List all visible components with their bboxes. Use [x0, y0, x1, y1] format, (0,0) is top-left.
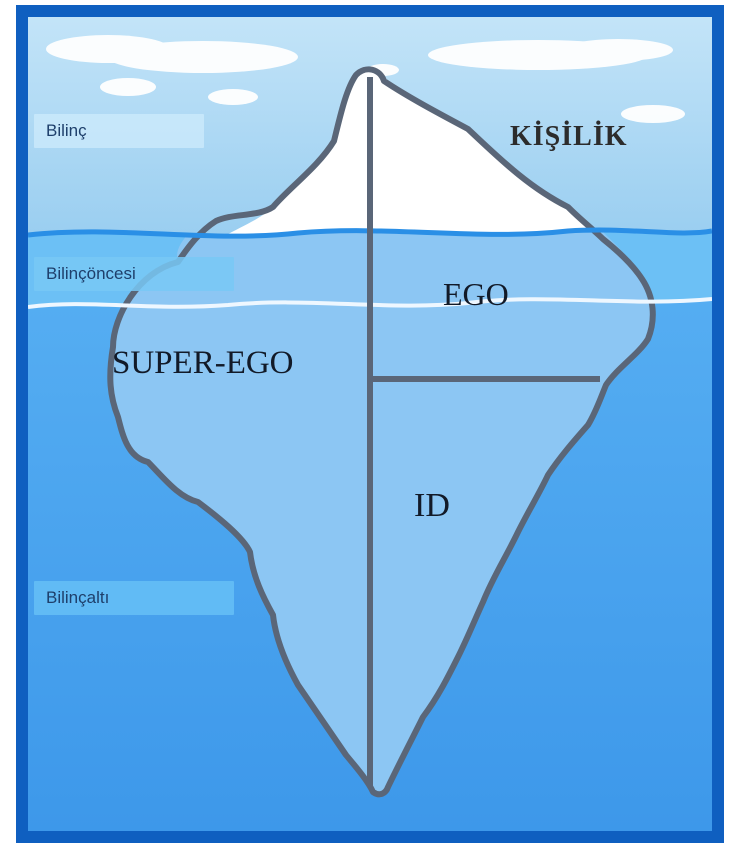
iceberg-diagram: Bilinç Bilinçöncesi Bilinçaltı KİŞİLİK E…: [28, 17, 712, 831]
diagram-frame: Bilinç Bilinçöncesi Bilinçaltı KİŞİLİK E…: [16, 5, 724, 843]
label-id: ID: [414, 487, 450, 525]
label-superego: SUPER-EGO: [112, 345, 294, 382]
label-preconscious: Bilinçöncesi: [34, 257, 234, 291]
label-unconscious: Bilinçaltı: [34, 581, 234, 615]
label-ego: EGO: [443, 276, 509, 313]
label-conscious: Bilinç: [34, 114, 204, 148]
label-personality: KİŞİLİK: [510, 121, 628, 153]
